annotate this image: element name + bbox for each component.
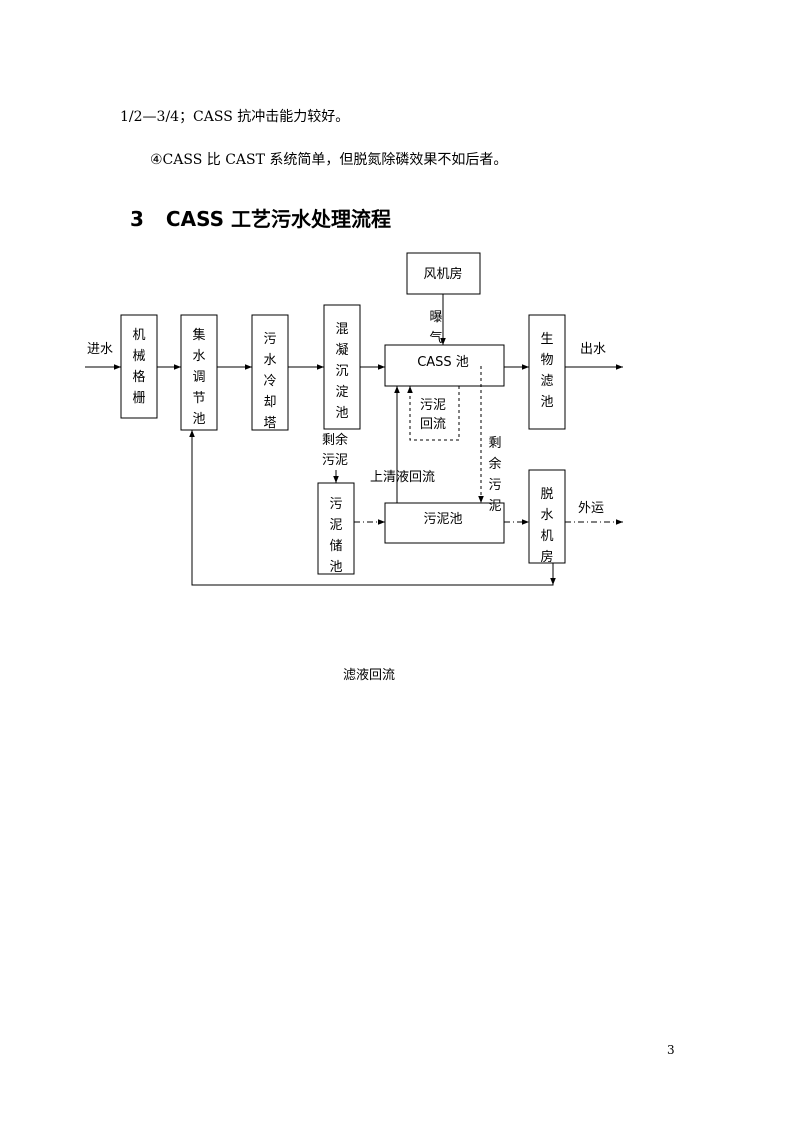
excess-sludge-right-label: 剩余污泥 [488,436,501,514]
screen-box [120,314,158,419]
sludge-storage-box [317,482,355,575]
sludge-return-label-1: 污泥 [420,398,446,413]
screen-label: 机械格栅 [132,328,145,406]
sludge-tank-box [384,502,505,544]
cooling-tower-label: 污水冷却塔 [263,332,276,431]
settling-tank-box [323,304,361,430]
collection-tank-label: 集水调节池 [192,327,205,427]
fan-room-label: 风机房 [423,266,462,282]
dewatering-label: 脱水机房 [540,487,553,565]
inflow-label: 进水 [87,342,113,357]
paragraph-line-2: ④CASS 比 CAST 系统简单，但脱氮除磷效果不如后者。 [150,152,508,168]
settling-tank-label: 混凝沉淀池 [335,322,348,421]
page-number: 3 [667,1043,675,1057]
paragraph-line-1: 1/2—3/4；CASS 抗冲击能力较好。 [120,109,350,125]
biofilter-label: 生物滤池 [540,332,553,410]
sludge-storage-label: 污泥储池 [329,497,342,575]
section-number: 3 [130,207,144,231]
biofilter-box [528,314,566,430]
sludge-return-label-2: 回流 [420,417,446,432]
section-title: CASS 工艺污水处理流程 [165,207,391,231]
excess-sludge-left-label-1: 剩余 [322,432,348,448]
sludge-return-loop [407,386,460,441]
transport-out-label: 外运 [578,501,604,516]
cass-tank-box [384,344,505,387]
collection-tank-box [180,314,218,431]
supernatant-return-label: 上清液回流 [370,470,435,485]
cooling-tower-box [251,314,289,431]
filtrate-return-label: 滤液回流 [343,668,396,683]
fan-room-box [406,252,481,295]
aeration-label: 曝气 [429,310,442,346]
excess-sludge-left-label-2: 污泥 [322,453,348,468]
section-heading: 3 CASS 工艺污水处理流程 [130,203,391,232]
dewatering-box [528,469,566,564]
cass-tank-label: CASS 池 [417,355,469,370]
sludge-tank-label: 污泥池 [423,512,462,527]
outflow-label: 出水 [580,342,606,357]
